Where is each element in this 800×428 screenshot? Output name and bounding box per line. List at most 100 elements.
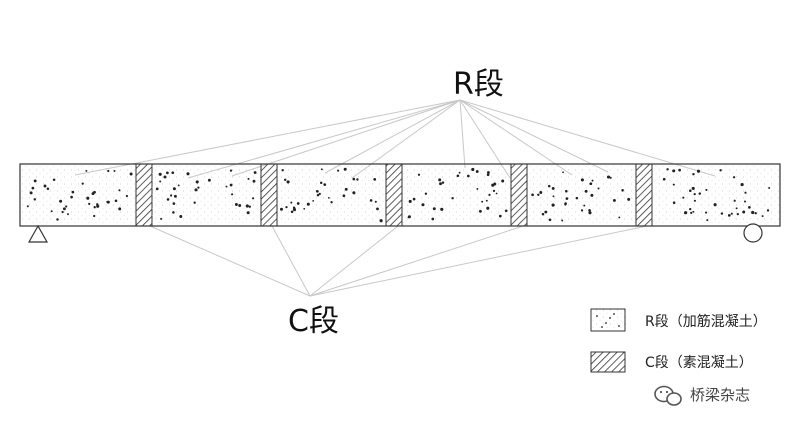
aggregate-dot xyxy=(591,179,594,182)
aggregate-dot xyxy=(768,187,771,189)
aggregate-dot xyxy=(225,185,228,188)
aggregate-dot xyxy=(155,187,159,191)
legend-swatch-dot xyxy=(605,322,607,324)
aggregate-dot xyxy=(352,191,356,195)
aggregate-dot xyxy=(306,202,310,206)
aggregate-dot xyxy=(327,196,330,199)
aggregate-dot xyxy=(320,168,323,171)
aggregate-dot xyxy=(323,183,327,186)
aggregate-dot xyxy=(93,214,96,218)
leader-line-c-0 xyxy=(149,225,311,297)
aggregate-dot xyxy=(374,200,377,203)
aggregate-dot xyxy=(748,206,751,209)
aggregate-dot xyxy=(173,194,177,198)
aggregate-dot xyxy=(693,199,696,202)
aggregate-dot xyxy=(356,178,359,181)
aggregate-dot xyxy=(662,177,666,181)
aggregate-dot xyxy=(231,193,234,196)
aggregate-dot xyxy=(504,209,508,213)
aggregate-dot xyxy=(441,181,445,184)
legend-swatch-dot xyxy=(596,315,598,317)
aggregate-dot xyxy=(562,171,565,174)
aggregate-dot xyxy=(96,203,99,206)
aggregate-dot xyxy=(597,187,600,190)
aggregate-dot xyxy=(88,202,91,206)
aggregate-dot xyxy=(727,214,731,217)
aggregate-dot xyxy=(672,183,675,186)
aggregate-dot xyxy=(618,216,621,219)
aggregate-dot xyxy=(171,171,175,175)
aggregate-dot xyxy=(193,201,196,204)
aggregate-dot xyxy=(56,218,59,221)
aggregate-dot xyxy=(733,199,736,202)
aggregate-dot xyxy=(476,187,479,190)
aggregate-dot xyxy=(186,172,190,176)
aggregate-dot xyxy=(246,211,250,215)
aggregate-dot xyxy=(52,178,56,181)
aggregate-dot xyxy=(159,180,162,183)
aggregate-dot xyxy=(720,212,724,215)
aggregate-dot xyxy=(316,190,319,193)
aggregate-dot xyxy=(247,177,250,180)
aggregate-dot xyxy=(751,210,755,215)
aggregate-dot xyxy=(451,196,454,200)
aggregate-dot xyxy=(539,191,543,194)
aggregate-dot xyxy=(698,192,702,195)
aggregate-dot xyxy=(62,207,66,211)
aggregate-dot xyxy=(170,194,173,197)
aggregate-dot xyxy=(290,201,293,204)
aggregate-dot xyxy=(86,196,90,200)
aggregate-dot xyxy=(344,187,348,191)
support-pin xyxy=(27,224,49,243)
aggregate-dot xyxy=(194,188,198,192)
leader-line-c-4 xyxy=(309,225,648,297)
aggregate-dot xyxy=(692,173,695,176)
aggregate-dot xyxy=(548,218,552,222)
aggregate-dot xyxy=(118,207,122,211)
aggregate-dot xyxy=(234,203,238,206)
c-segment xyxy=(135,163,153,227)
aggregate-dot xyxy=(432,207,436,211)
aggregate-dot xyxy=(564,202,567,205)
aggregate-dot xyxy=(678,168,681,172)
aggregate-dot xyxy=(684,211,688,215)
aggregate-dot xyxy=(466,174,470,178)
leader-line-c-2 xyxy=(309,225,399,297)
aggregate-dot xyxy=(407,216,410,219)
beam xyxy=(19,163,781,227)
aggregate-dot xyxy=(113,170,116,172)
aggregate-dot xyxy=(666,168,669,171)
aggregate-dot xyxy=(417,173,421,176)
watermark-text: 桥梁杂志 xyxy=(690,386,750,404)
aggregate-dot xyxy=(352,177,356,181)
aggregate-dot xyxy=(158,172,162,176)
aggregate-dot xyxy=(692,210,695,213)
aggregate-dot xyxy=(713,203,717,207)
aggregate-dot xyxy=(318,192,321,196)
aggregate-dot xyxy=(248,205,251,208)
aggregate-dot xyxy=(166,198,170,201)
legend-swatch-dot xyxy=(601,326,603,328)
aggregate-dot xyxy=(125,194,129,198)
aggregate-dot xyxy=(743,200,747,203)
aggregate-dot xyxy=(343,167,347,171)
c-segment xyxy=(510,163,528,227)
leader-lines xyxy=(74,99,716,297)
aggregate-dot xyxy=(537,193,540,196)
aggregate-dot xyxy=(742,210,746,214)
aggregate-dot xyxy=(583,204,586,207)
aggregate-dot xyxy=(195,180,199,184)
aggregate-dot xyxy=(179,215,183,218)
beam-outline xyxy=(19,163,781,227)
aggregate-dot xyxy=(590,193,594,197)
aggregate-dot xyxy=(486,173,490,177)
aggregate-dot xyxy=(93,206,96,209)
aggregate-dot xyxy=(565,189,568,193)
aggregate-dot xyxy=(303,207,306,210)
aggregate-dot xyxy=(740,183,744,187)
aggregate-dot xyxy=(46,187,50,190)
aggregate-dot xyxy=(85,169,88,172)
aggregate-dot xyxy=(253,171,257,174)
aggregate-dot xyxy=(285,205,288,209)
